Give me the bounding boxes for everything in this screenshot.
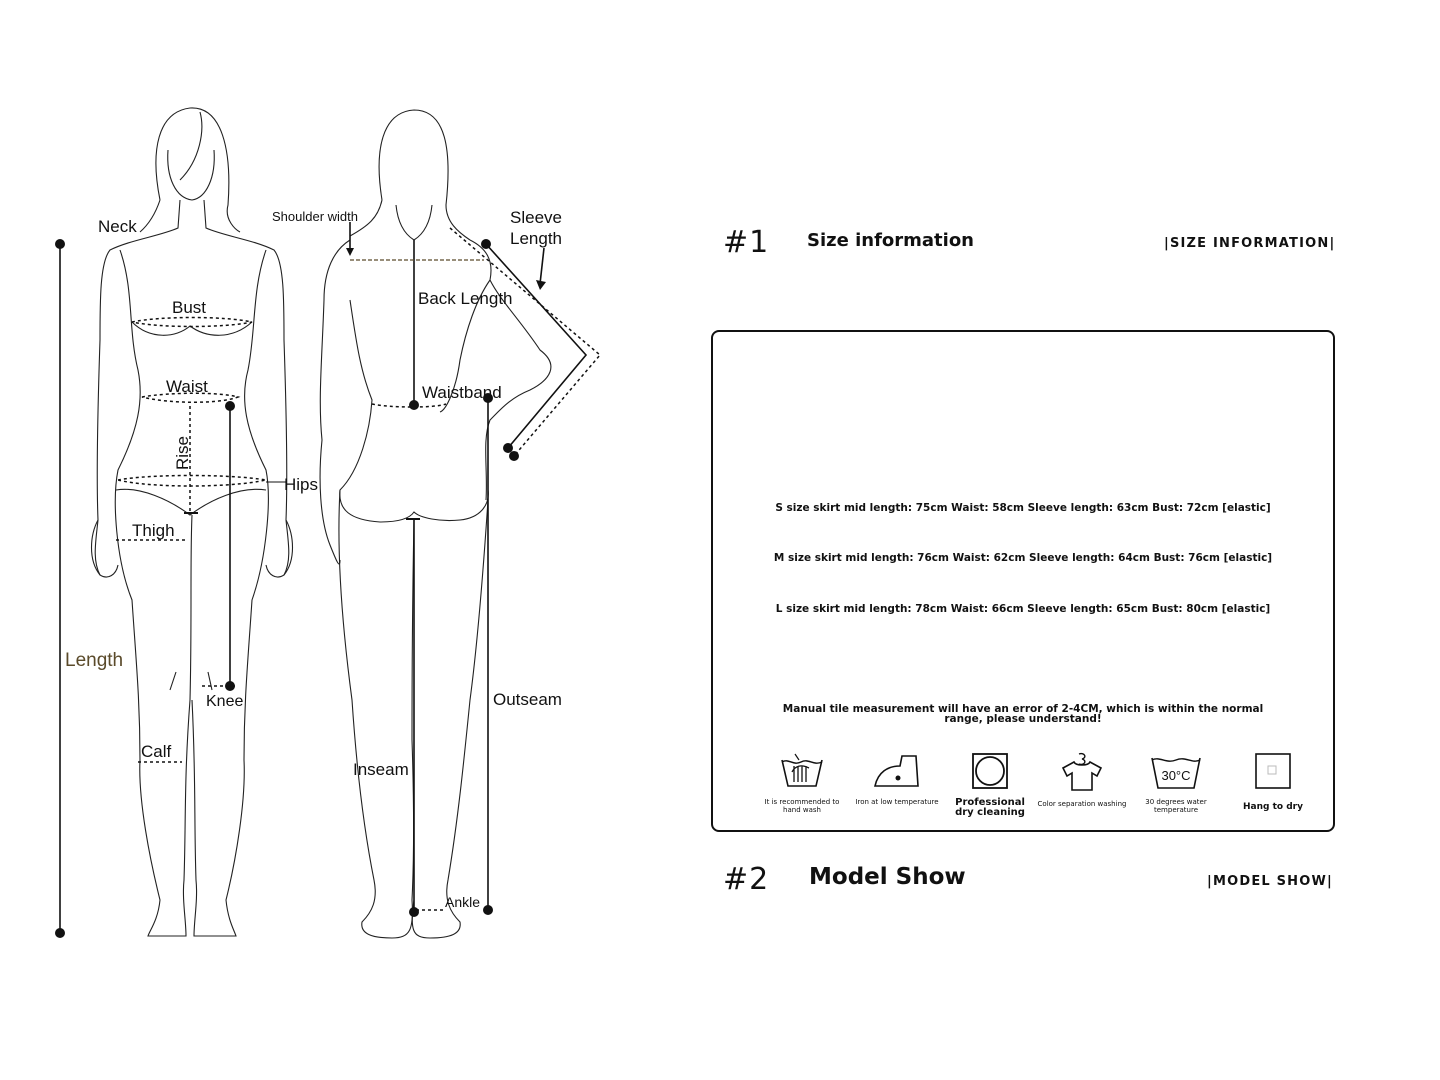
- care-label-iron-low: Iron at low temperature: [855, 798, 939, 806]
- care-hang-dry: Hang to dry: [1228, 752, 1318, 812]
- label-outseam: Outseam: [493, 690, 562, 709]
- label-calf: Calf: [141, 742, 172, 761]
- size-info-box: S size skirt mid length: 75cm Waist: 58c…: [711, 330, 1335, 832]
- care-label-hang-dry: Hang to dry: [1243, 802, 1303, 812]
- label-waistband: Waistband: [422, 383, 502, 402]
- care-label-color-separation: Color separation washing: [1037, 800, 1127, 808]
- label-bust: Bust: [172, 298, 206, 317]
- label-rise: Rise: [173, 436, 192, 470]
- dry-clean-icon: [972, 753, 1008, 789]
- measurement-note: Manual tile measurement will have an err…: [782, 703, 1264, 725]
- label-hips: Hips: [284, 475, 318, 494]
- wash-30-icon: 30°C: [1151, 757, 1201, 789]
- wash-30-badge: 30°C: [1161, 768, 1190, 783]
- care-dry-clean: Professional dry cleaning: [945, 752, 1035, 818]
- section2-title: Model Show: [809, 864, 966, 890]
- size-line-m: M size skirt mid length: 76cm Waist: 62c…: [773, 552, 1273, 564]
- label-waist: Waist: [166, 377, 208, 396]
- color-separation-icon: [1061, 752, 1103, 791]
- label-inseam: Inseam: [353, 760, 409, 779]
- label-shoulder-width: Shoulder width: [272, 209, 358, 224]
- section2-tag: |MODEL SHOW|: [1207, 874, 1333, 889]
- label-knee: Knee: [206, 693, 243, 710]
- label-length: Length: [65, 650, 123, 671]
- care-label-dry-clean: Professional dry cleaning: [955, 797, 1025, 818]
- hand-wash-icon: [781, 753, 823, 787]
- section1-tag: |SIZE INFORMATION|: [1164, 236, 1336, 251]
- care-iron-low: Iron at low temperature: [852, 752, 942, 806]
- care-label-wash-30: 30 degrees water temperature: [1145, 798, 1207, 814]
- size-line-s: S size skirt mid length: 75cm Waist: 58c…: [775, 502, 1271, 514]
- care-wash-30: 30°C 30 degrees water temperature: [1131, 752, 1221, 814]
- label-back-length: Back Length: [418, 289, 513, 308]
- section1-number: #1: [723, 225, 770, 260]
- measurement-figure: Neck Bust Waist Rise Hips Thigh Length K…: [55, 107, 602, 939]
- care-label-hand-wash: It is recommended to hand wash: [764, 798, 840, 814]
- label-neck: Neck: [98, 217, 137, 236]
- care-hand-wash: It is recommended to hand wash: [757, 752, 847, 814]
- iron-low-icon: [874, 755, 919, 787]
- label-sleeve: Sleeve: [510, 208, 562, 227]
- hang-dry-icon: [1255, 753, 1291, 789]
- section1-title: Size information: [807, 230, 975, 251]
- label-ankle: Ankle: [445, 894, 480, 910]
- size-line-l: L size skirt mid length: 78cm Waist: 66c…: [775, 603, 1271, 615]
- label-thigh: Thigh: [132, 521, 175, 540]
- label-sleeve-length: Length: [510, 229, 562, 248]
- care-color-separation: Color separation washing: [1037, 752, 1127, 808]
- section2-number: #2: [723, 862, 770, 897]
